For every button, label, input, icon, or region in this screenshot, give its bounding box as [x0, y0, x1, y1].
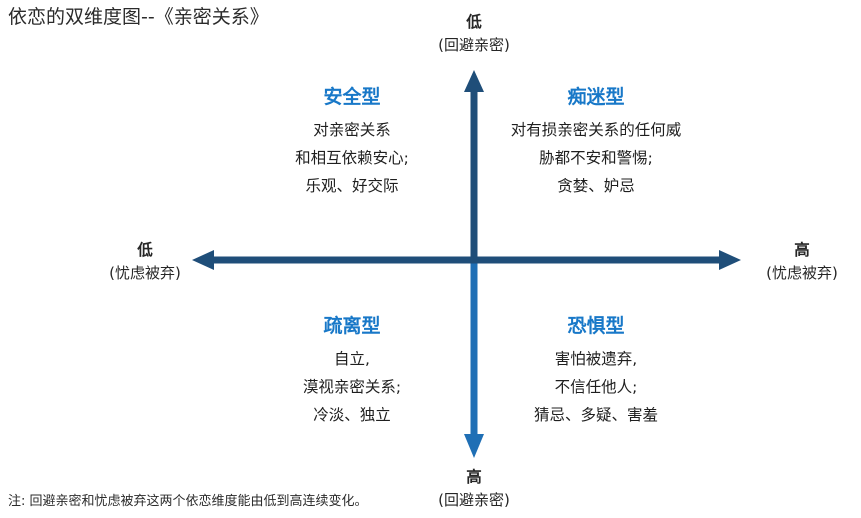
quadrant-fearful-heading: 恐惧型 — [567, 315, 625, 337]
axis-label-left-level: 低 — [137, 241, 153, 259]
quadrant-preoccupied-heading: 痴迷型 — [567, 86, 625, 108]
quadrant-preoccupied-line-1: 对有损亲密关系的任何威 — [510, 121, 682, 139]
quadrant-secure: 安全型 对亲密关系 和相互依赖安心; 乐观、好交际 — [234, 84, 470, 200]
axis-label-right-dimension: (忧虑被弃) — [766, 264, 838, 282]
axis-label-bottom-level: 高 — [466, 468, 482, 486]
axis-label-bottom: 高 (回避亲密) — [394, 466, 554, 512]
quadrant-preoccupied-line-2: 胁都不安和警惕; — [539, 149, 653, 167]
quadrant-fearful: 恐惧型 害怕被遗弃, 不信任他人; 猜忌、多疑、害羞 — [478, 313, 714, 429]
quadrant-fearful-line-3: 猜忌、多疑、害羞 — [533, 406, 658, 424]
quadrant-secure-line-3: 乐观、好交际 — [305, 177, 399, 195]
quadrant-preoccupied-line-3: 贪婪、妒忌 — [557, 177, 635, 195]
axis-label-top-dimension: (回避亲密) — [438, 36, 510, 54]
axis-label-right: 高 (忧虑被弃) — [742, 239, 861, 285]
axis-label-top-level: 低 — [466, 13, 482, 31]
axis-label-left-dimension: (忧虑被弃) — [109, 264, 181, 282]
quadrant-secure-line-2: 和相互依赖安心; — [295, 149, 409, 167]
axis-label-top: 低 (回避亲密) — [394, 11, 554, 57]
quadrant-dismissing-line-3: 冷淡、独立 — [313, 406, 391, 424]
quadrant-dismissing-line-2: 漠视亲密关系; — [302, 378, 402, 396]
quadrant-dismissing: 疏离型 自立, 漠视亲密关系; 冷淡、独立 — [234, 313, 470, 429]
vertical-axis-up-arrow — [464, 70, 484, 262]
horizontal-axis-arrow — [192, 250, 741, 270]
footnote: 注: 回避亲密和忧虑被弃这两个依恋维度能由低到高连续变化。 — [8, 494, 368, 509]
axis-label-bottom-dimension: (回避亲密) — [438, 491, 510, 509]
quadrant-dismissing-line-1: 自立, — [334, 350, 370, 368]
quadrant-secure-heading: 安全型 — [323, 86, 381, 108]
axis-label-right-level: 高 — [794, 241, 810, 259]
quadrant-preoccupied: 痴迷型 对有损亲密关系的任何威 胁都不安和警惕; 贪婪、妒忌 — [478, 84, 714, 200]
quadrant-fearful-line-1: 害怕被遗弃, — [554, 350, 638, 368]
quadrant-fearful-line-2: 不信任他人; — [554, 378, 638, 396]
quadrant-secure-line-1: 对亲密关系 — [313, 121, 391, 139]
page-title: 依恋的双维度图--《亲密关系》 — [8, 6, 269, 28]
axis-label-left: 低 (忧虑被弃) — [85, 239, 205, 285]
vertical-axis-down-arrow — [464, 258, 484, 458]
quadrant-dismissing-heading: 疏离型 — [323, 315, 381, 337]
